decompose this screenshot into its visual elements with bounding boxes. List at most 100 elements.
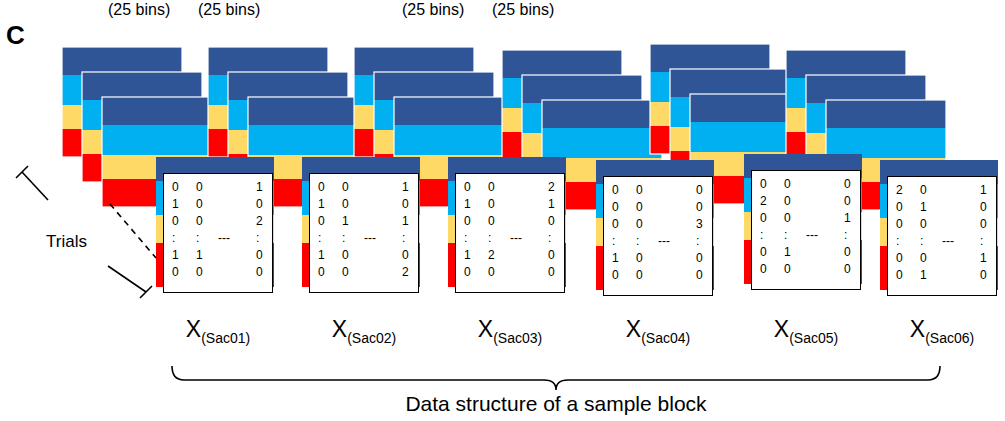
- card-band: [354, 47, 474, 75]
- matrix-value: 1: [256, 180, 263, 194]
- matrix-value: 1: [196, 248, 203, 262]
- card-band: [806, 75, 926, 103]
- matrix-subscript: (Sac02): [347, 330, 396, 346]
- matrix-value: 0: [196, 197, 203, 211]
- matrix-value: 0: [172, 265, 179, 279]
- matrix-value: 0: [488, 265, 495, 279]
- matrix-value: 1: [318, 248, 325, 262]
- matrix-value: 0: [342, 248, 349, 262]
- matrix-value: 0: [636, 217, 643, 231]
- matrix-value: 0: [844, 194, 851, 208]
- matrix-symbol: X: [774, 316, 789, 342]
- matrix-value: :: [696, 234, 699, 248]
- matrix-value: 0: [402, 248, 409, 262]
- matrix-value: 0: [612, 217, 619, 231]
- card-band: [522, 75, 642, 103]
- matrix-value: :: [784, 228, 787, 242]
- matrix-value: 1: [342, 214, 349, 228]
- matrix-value: 0: [760, 177, 767, 191]
- matrix-value: 0: [488, 180, 495, 194]
- axis-dashed: [110, 204, 156, 258]
- matrix-value: 0: [612, 268, 619, 282]
- card-band: [374, 72, 494, 100]
- matrix-value: 3: [696, 217, 703, 231]
- matrix-value: ---: [364, 231, 376, 245]
- bin-count: (25 bins): [108, 1, 170, 19]
- matrix-value: 0: [256, 248, 263, 262]
- matrix-subscript: (Sac01): [201, 330, 250, 346]
- matrix-value: 0: [402, 197, 409, 211]
- matrix-value: 1: [548, 197, 555, 211]
- bin-count: (25 bins): [492, 1, 554, 19]
- matrix-value: :: [196, 231, 199, 245]
- matrix-value: 0: [920, 251, 927, 265]
- matrix-value: 0: [196, 265, 203, 279]
- matrix-value: :: [172, 231, 175, 245]
- matrix-panel: 000200001::---:010000: [751, 170, 861, 290]
- matrix-value: 0: [342, 197, 349, 211]
- card-band: [82, 72, 202, 100]
- card-band: [248, 97, 368, 125]
- card-band: [786, 50, 906, 78]
- axis-line: [108, 266, 146, 292]
- matrix-panel: 001100002::---:110000: [163, 173, 273, 293]
- caption: Data structure of a sample block: [405, 392, 706, 416]
- card-band: [248, 125, 368, 155]
- matrix-value: 0: [760, 245, 767, 259]
- matrix-value: 0: [342, 180, 349, 194]
- matrix-value: 2: [488, 248, 495, 262]
- matrix-value: ---: [218, 231, 230, 245]
- matrix-label: X(Sac02): [332, 316, 396, 343]
- matrix-value: ---: [942, 234, 954, 248]
- matrix-panel: 002101000::---:120000: [455, 173, 565, 293]
- matrix-value: 0: [464, 214, 471, 228]
- matrix-value: 0: [896, 251, 903, 265]
- bin-count: (25 bins): [198, 1, 260, 19]
- matrix-panel: 001100011::---:100002: [309, 173, 419, 293]
- matrix-value: 0: [172, 180, 179, 194]
- card-band: [208, 47, 328, 75]
- matrix-value: 0: [920, 217, 927, 231]
- matrix-value: 0: [488, 197, 495, 211]
- matrix-value: 0: [548, 265, 555, 279]
- matrix-value: 1: [402, 214, 409, 228]
- matrix-value: 0: [636, 268, 643, 282]
- matrix-value: :: [760, 228, 763, 242]
- card-band: [542, 100, 662, 128]
- matrix-value: 0: [488, 214, 495, 228]
- brace: [172, 366, 940, 390]
- card-band: [394, 97, 514, 125]
- matrix-symbol: X: [332, 316, 347, 342]
- matrix-value: 0: [548, 248, 555, 262]
- matrix-value: ---: [806, 228, 818, 242]
- matrix-value: :: [318, 231, 321, 245]
- matrix-panel: 000000003::---:100000: [603, 176, 713, 296]
- card-band: [542, 128, 662, 158]
- matrix-value: 0: [980, 268, 987, 282]
- matrix-value: 0: [896, 200, 903, 214]
- matrix-value: 2: [896, 183, 903, 197]
- matrix-value: 1: [318, 197, 325, 211]
- matrix-value: 2: [256, 214, 263, 228]
- matrix-value: 0: [196, 214, 203, 228]
- matrix-value: 0: [612, 200, 619, 214]
- matrix-value: 1: [172, 248, 179, 262]
- matrix-symbol: X: [186, 316, 201, 342]
- card-band: [394, 125, 514, 155]
- matrix-value: 0: [980, 200, 987, 214]
- matrix-value: :: [612, 234, 615, 248]
- matrix-value: 0: [784, 211, 791, 225]
- matrix-value: 1: [920, 268, 927, 282]
- matrix-value: 0: [636, 200, 643, 214]
- matrix-value: 1: [464, 248, 471, 262]
- matrix-value: 1: [920, 200, 927, 214]
- card-band: [650, 44, 770, 72]
- matrix-value: :: [636, 234, 639, 248]
- matrix-symbol: X: [478, 316, 493, 342]
- matrix-value: 0: [318, 265, 325, 279]
- matrix-label: X(Sac01): [186, 316, 250, 343]
- matrix-symbol: X: [910, 316, 925, 342]
- matrix-symbol: X: [626, 316, 641, 342]
- matrix-subscript: (Sac03): [493, 330, 542, 346]
